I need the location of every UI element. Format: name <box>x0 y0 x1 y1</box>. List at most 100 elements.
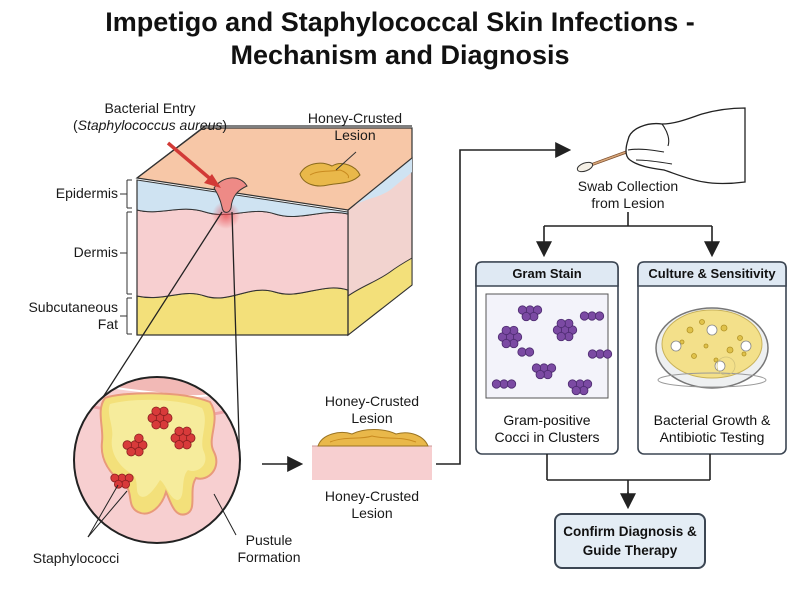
entry-paren-close: ) <box>222 117 228 133</box>
lesion-label-below: Honey-Crusted Lesion <box>312 488 432 522</box>
lesion-crust <box>317 429 429 447</box>
top-lesion-pointer <box>335 151 357 171</box>
culture-caption: Bacterial Growth & Antibiotic Testing <box>638 412 786 446</box>
bacterial-colony <box>713 357 719 363</box>
gram-coccus <box>524 347 535 357</box>
bacterial-colony <box>699 319 705 325</box>
gram-coccus <box>571 385 581 396</box>
bacterial-colony <box>691 353 697 359</box>
lesion-above-line2: Lesion <box>351 410 393 426</box>
antibiotic-disk <box>706 324 718 336</box>
swab-line1: Swab Collection <box>577 178 679 194</box>
lesion-below-line2: Lesion <box>351 505 393 521</box>
gram-coccus <box>491 379 502 389</box>
entry-paren-open: ( <box>72 117 78 133</box>
staph-coccus <box>114 479 123 489</box>
gram-coccus <box>535 369 545 380</box>
staph-coccus <box>134 433 144 443</box>
staph-coccus <box>121 479 130 489</box>
pustule-label: Pustule Formation <box>214 532 324 566</box>
petri-dish-agar <box>661 309 763 379</box>
top-lesion-label: Honey-Crusted Lesion <box>300 110 410 144</box>
staph-coccus <box>151 406 161 416</box>
title-line-1: Impetigo and Staphylococcal Skin Infecti… <box>105 7 695 37</box>
staph-coccus <box>174 440 184 450</box>
bacterial-colony <box>703 343 709 349</box>
inhibition-zone <box>716 356 736 376</box>
gram-coccus <box>509 338 519 349</box>
gram-coccus <box>499 379 509 389</box>
gram-coccus <box>556 331 566 342</box>
branch-connector <box>544 212 712 227</box>
gram-coccus <box>594 311 605 321</box>
pustule-line1: Pustule <box>245 532 293 548</box>
gram-stain-caption: Gram-positive Cocci in Clusters <box>476 412 618 446</box>
staph-coccus <box>159 406 169 416</box>
hand-outline <box>625 107 746 185</box>
gram-caption-line2: Cocci in Clusters <box>494 429 600 445</box>
antibiotic-disk <box>740 340 752 352</box>
fat-label-line2: Fat <box>97 316 118 332</box>
gram-coccus <box>564 318 574 329</box>
dermis-label: Dermis <box>73 244 118 260</box>
antibiotic-disk <box>670 340 682 352</box>
gram-coccus <box>595 349 605 359</box>
gram-coccus <box>501 325 511 336</box>
staph-coccus <box>126 447 136 457</box>
staph-pointer-1 <box>87 484 119 538</box>
gram-coccus <box>529 311 539 322</box>
merge-connector <box>546 454 711 504</box>
swab-illustration <box>576 107 746 185</box>
lesion-label-above: Honey-Crusted Lesion <box>312 393 432 427</box>
culture-header: Culture & Sensitivity <box>648 266 776 281</box>
epidermis-label: Epidermis <box>55 185 118 201</box>
staph-coccus <box>159 420 169 430</box>
staphylococci-label: Staphylococci <box>32 550 120 566</box>
skin-block <box>135 125 413 337</box>
bacterial-colony <box>741 351 747 357</box>
staph-clusters <box>110 406 196 489</box>
entry-label: Bacterial Entry (Staphylococcus aureus) <box>40 100 260 134</box>
top-lesion-line1: Honey-Crusted <box>307 110 403 126</box>
staph-coccus <box>151 420 161 430</box>
gram-coccus <box>543 369 553 380</box>
gram-coccus <box>564 331 574 342</box>
gram-coccus <box>506 379 517 389</box>
staph-coccus <box>134 447 144 457</box>
entry-arrow <box>166 141 216 184</box>
epidermis-layer <box>136 179 349 218</box>
antibiotic-disk <box>714 360 726 372</box>
entry-label-line1: Bacterial Entry <box>104 100 196 116</box>
staph-coccus <box>174 426 184 436</box>
gram-stain-header: Gram Stain <box>512 266 582 281</box>
top-lesion-line2: Lesion <box>334 127 376 143</box>
page-title: Impetigo and Staphylococcal Skin Infecti… <box>0 6 800 72</box>
staph-pointer-2 <box>87 490 128 538</box>
gram-coccus <box>579 385 589 396</box>
gram-coccus <box>521 311 531 322</box>
top-lesion-crust <box>299 162 361 187</box>
lesion-above-line1: Honey-Crusted <box>324 393 420 409</box>
gram-coccus <box>501 338 511 349</box>
gram-coccus <box>602 349 613 359</box>
swab-line2: from Lesion <box>591 195 665 211</box>
bacterial-colony <box>726 346 734 354</box>
lesion-below-line1: Honey-Crusted <box>324 488 420 504</box>
bacterial-colony <box>737 335 743 341</box>
entry-wound <box>213 177 248 213</box>
culture-caption-line1: Bacterial Growth & <box>653 412 771 428</box>
gram-coccus <box>587 349 598 359</box>
zoom-line-right <box>231 211 241 471</box>
lesion-cross-section <box>312 429 432 480</box>
gram-coccus <box>509 325 519 336</box>
culture-colonies <box>670 319 752 376</box>
gram-coccus <box>579 311 590 321</box>
gram-coccus <box>517 347 527 357</box>
staph-coccus <box>182 426 192 436</box>
dermis-layer <box>136 208 349 299</box>
pustule-pointer <box>213 493 237 536</box>
gram-coccus <box>587 311 597 321</box>
culture-caption-line2: Antibiotic Testing <box>659 429 765 445</box>
swab-label: Swab Collection from Lesion <box>548 178 708 212</box>
